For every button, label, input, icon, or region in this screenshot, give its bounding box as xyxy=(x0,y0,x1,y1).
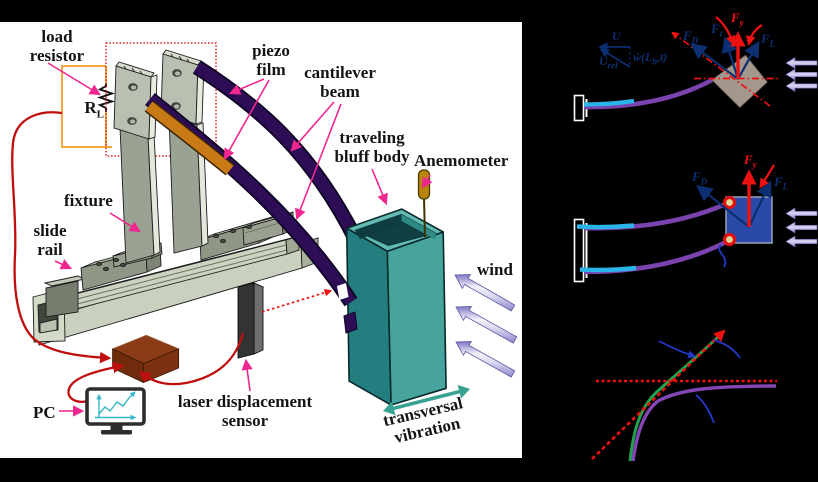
resistor-symbol xyxy=(96,83,116,112)
label-w-dot: ẇ(Lb,t) xyxy=(633,50,668,67)
label-traveling-bluff-body: traveling bluff body xyxy=(334,128,410,166)
laser-sensor xyxy=(236,282,265,359)
leader-fixture xyxy=(109,212,141,233)
beam-tip-notch xyxy=(337,283,349,300)
beam-lower-purple xyxy=(583,238,730,275)
curve-green xyxy=(628,331,724,462)
curve-leader-lines xyxy=(658,339,741,424)
leader-load-resistor xyxy=(47,62,101,96)
leader-slide-rail xyxy=(54,259,73,270)
wind-arrows-setup xyxy=(454,274,518,378)
label-fd-middle: FD xyxy=(692,169,708,187)
clamp-region-dotted-box xyxy=(105,42,217,157)
vibration-double-arrow xyxy=(383,384,470,416)
slide-rail xyxy=(32,235,319,346)
label-laser-sensor: laser displacement sensor xyxy=(177,392,313,430)
pc-monitor xyxy=(85,387,146,435)
beam-tip-tab xyxy=(343,311,358,334)
daq-box xyxy=(111,335,180,384)
leader-laser-sensor xyxy=(241,358,253,392)
label-cantilever-beam: cantilever beam xyxy=(304,63,376,101)
beam-piezo-cyan xyxy=(583,98,635,107)
label-fixture: fixture xyxy=(64,191,113,210)
label-fy-top: Fy xyxy=(731,10,744,28)
velocity-triangle xyxy=(598,42,631,68)
leader-cantilever-2 xyxy=(295,103,342,221)
label-ft-top: Ft xyxy=(711,21,723,39)
beam-upper-purple xyxy=(583,200,729,231)
label-wind: wind xyxy=(477,260,513,279)
label-load-resistance: RL xyxy=(84,98,104,121)
leader-piezo-film-1 xyxy=(228,78,265,95)
response-curves-plot xyxy=(591,329,777,462)
laser-beam-dotted xyxy=(261,288,333,313)
leader-arrows xyxy=(47,62,433,417)
label-piezo-film: piezo film xyxy=(252,41,290,79)
label-fl-middle: FL xyxy=(774,174,789,192)
rear-cantilever-beam xyxy=(192,60,363,244)
experimental-setup-illustration xyxy=(11,42,518,435)
label-fy-middle: Fy xyxy=(744,152,757,170)
wire-sensor-to-daq xyxy=(139,332,245,386)
force-diagram-dual-beam xyxy=(573,164,818,283)
force-diagram-single-beam xyxy=(573,16,818,122)
front-cantilever-beam xyxy=(144,92,358,334)
fixture-posts xyxy=(113,49,209,264)
force-arrows-top xyxy=(690,16,763,80)
asymptote-dashed-line xyxy=(591,329,726,460)
label-slide-rail: slide rail xyxy=(33,221,67,259)
beam-upper-cyan xyxy=(576,223,635,230)
label-fl-top: FL xyxy=(761,31,776,49)
bluff-body xyxy=(345,208,447,406)
hinge-leader-squiggle xyxy=(718,244,727,268)
beam-lower-cyan xyxy=(579,265,637,273)
label-u: U xyxy=(612,29,621,43)
label-anemometer: Anemometer xyxy=(414,151,509,170)
hinge-top xyxy=(722,195,737,210)
label-fd-top: FD xyxy=(683,28,699,46)
wind-arrows-middle xyxy=(785,207,818,248)
wire-circuit-to-daq xyxy=(11,111,112,364)
signal-wires xyxy=(11,111,245,403)
label-pc: PC xyxy=(33,403,56,422)
label-load-resistor: load resistor xyxy=(29,27,85,65)
leader-cantilever-1 xyxy=(290,101,335,152)
curve-purple xyxy=(631,384,777,462)
beam-purple xyxy=(583,77,714,110)
leader-bluff-body xyxy=(371,168,388,206)
hinge-bottom xyxy=(722,232,737,247)
leader-piezo-film-2 xyxy=(223,79,270,160)
axes-dash-dot xyxy=(671,31,779,107)
force-arrows-middle xyxy=(696,164,775,228)
leader-anemometer xyxy=(421,174,433,189)
label-u-rel: Urel xyxy=(599,54,618,71)
wire-monitor-to-daq xyxy=(67,361,125,403)
wind-arrows-top xyxy=(785,56,818,93)
